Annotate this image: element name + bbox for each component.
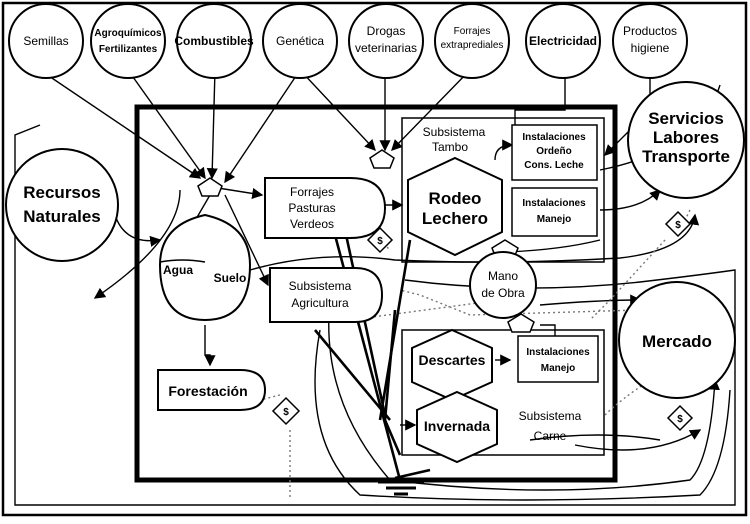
descartes-consumer: Descartes bbox=[411, 328, 493, 402]
inst-manejo-tambo-line2: Manejo bbox=[537, 214, 571, 225]
inst-ordeno-line2: Ordeño bbox=[536, 146, 572, 157]
money-symbol: $ bbox=[283, 407, 289, 418]
mercado: Mercado bbox=[618, 281, 736, 399]
extraprediales-label: extraprediales bbox=[441, 40, 504, 51]
higiene-label: higiene bbox=[631, 41, 670, 55]
transporte-label: Transporte bbox=[642, 147, 730, 166]
input-forrajes-extraprediales: Forrajes extraprediales bbox=[434, 3, 510, 79]
forrajes-ext-label: Forrajes bbox=[454, 26, 491, 37]
forestacion-producer: Forestación bbox=[157, 369, 267, 411]
labores-label: Labores bbox=[653, 128, 719, 147]
energy-sink-lines bbox=[314, 229, 431, 481]
agua-suelo-storage: Agua Suelo bbox=[158, 213, 252, 322]
inst-manejo-carne-line2: Manejo bbox=[541, 363, 575, 374]
instalaciones-manejo-carne: Instalaciones Manejo bbox=[517, 335, 599, 383]
agricultura-title: Subsistema bbox=[289, 279, 352, 293]
carne-title: Subsistema bbox=[519, 409, 582, 423]
agua-label: Agua bbox=[163, 263, 193, 277]
money-transaction-2: $ bbox=[664, 210, 692, 238]
money-transaction-3: $ bbox=[666, 404, 694, 432]
suelo-label: Suelo bbox=[214, 271, 247, 285]
semillas-label: Semillas bbox=[23, 34, 68, 48]
input-productos-higiene: Productos higiene bbox=[612, 3, 688, 79]
de-obra-label: de Obra bbox=[481, 286, 525, 300]
input-workgate-left bbox=[197, 177, 223, 197]
recursos-naturales: Recursos Naturales bbox=[5, 148, 119, 262]
descartes-label: Descartes bbox=[419, 352, 486, 368]
drogas-label: Drogas bbox=[367, 24, 406, 38]
productos-label: Productos bbox=[623, 24, 677, 38]
instalaciones-ordeno: Instalaciones Ordeño Cons. Leche bbox=[511, 124, 598, 181]
servicios-label: Servicios bbox=[648, 109, 724, 128]
tambo-title: Subsistema bbox=[423, 125, 486, 139]
veterinarias-label: veterinarias bbox=[355, 41, 417, 55]
genetica-label: Genética bbox=[276, 34, 324, 48]
servicios-labores-transporte: Servicios Labores Transporte bbox=[627, 81, 745, 199]
labor-workgate-bottom bbox=[507, 313, 535, 333]
agroquimicos-label: Agroquímicos bbox=[94, 28, 162, 39]
invernada-consumer: Invernada bbox=[416, 390, 498, 464]
tambo-name: Tambo bbox=[432, 140, 468, 154]
inst-ordeno-line3: Cons. Leche bbox=[524, 160, 584, 171]
money-symbol: $ bbox=[675, 220, 681, 231]
electricidad-label: Electricidad bbox=[529, 34, 597, 48]
carne-subsystem-box bbox=[401, 329, 605, 456]
naturales-label: Naturales bbox=[23, 207, 100, 226]
fertilizantes-label: Fertilizantes bbox=[99, 44, 158, 55]
agricultura-producer: Subsistema Agricultura bbox=[269, 267, 384, 323]
rodeo-label: Rodeo bbox=[429, 189, 482, 208]
mano-label: Mano bbox=[488, 269, 518, 283]
money-transaction-4: $ bbox=[271, 396, 301, 426]
forrajes-producer: Forrajes Pasturas Verdeos bbox=[264, 177, 387, 239]
money-symbol: $ bbox=[377, 236, 383, 247]
input-semillas: Semillas bbox=[8, 3, 84, 79]
heat-sink-icon bbox=[378, 480, 424, 496]
input-workgate-right bbox=[369, 149, 395, 169]
mano-de-obra: Mano de Obra bbox=[469, 251, 537, 319]
input-electricidad: Electricidad bbox=[525, 3, 601, 79]
money-transaction-1: $ bbox=[366, 226, 394, 254]
instalaciones-manejo-tambo: Instalaciones Manejo bbox=[511, 187, 598, 237]
agricultura-name: Agricultura bbox=[291, 296, 349, 310]
recursos-label: Recursos bbox=[23, 183, 100, 202]
carne-name: Carne bbox=[534, 429, 567, 443]
forrajes-label: Forrajes bbox=[290, 185, 334, 199]
input-genetica: Genética bbox=[262, 3, 338, 79]
forestacion-label: Forestación bbox=[168, 383, 247, 399]
lechero-label: Lechero bbox=[422, 209, 488, 228]
input-combustibles: Combustibles bbox=[174, 3, 254, 79]
farm-boundary bbox=[134, 104, 618, 483]
input-drogas: Drogas veterinarias bbox=[348, 3, 424, 79]
inst-manejo-tambo-line1: Instalaciones bbox=[522, 198, 586, 209]
inst-manejo-carne-line1: Instalaciones bbox=[526, 347, 590, 358]
input-agroquimicos: Agroquímicos Fertilizantes bbox=[90, 3, 166, 79]
money-symbol: $ bbox=[677, 414, 683, 425]
invernada-label: Invernada bbox=[424, 418, 490, 434]
inst-ordeno-line1: Instalaciones bbox=[522, 132, 586, 143]
rodeo-lechero-consumer: Rodeo Lechero bbox=[407, 156, 503, 257]
verdeos-label: Verdeos bbox=[290, 217, 334, 231]
mercado-label: Mercado bbox=[642, 332, 712, 351]
pasturas-label: Pasturas bbox=[288, 201, 335, 215]
combustibles-label: Combustibles bbox=[174, 34, 254, 48]
